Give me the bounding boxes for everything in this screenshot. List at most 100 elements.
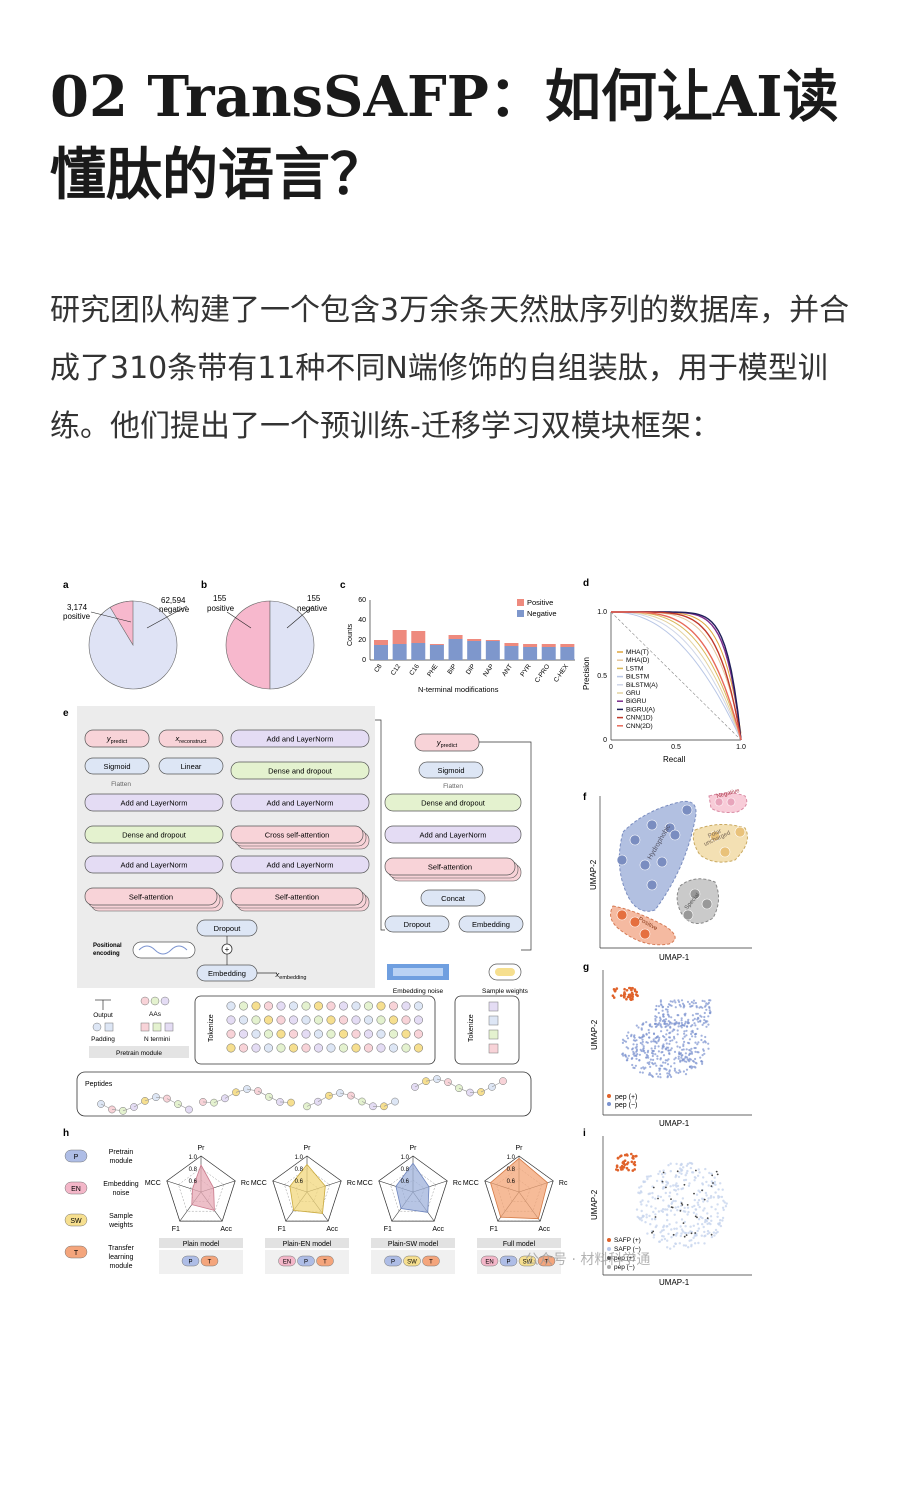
sigmoid-box-left-label: Sigmoid	[103, 762, 130, 771]
dropout-transfer	[384, 915, 450, 933]
radar-chain-tag	[537, 1255, 556, 1267]
umap-i-legend-2: pep (+)	[614, 1255, 635, 1262]
bar-c-positive	[541, 644, 556, 647]
dense-dropout-transfer-label: Dense and dropout	[421, 799, 486, 808]
bar-c-ytick: 20	[358, 637, 366, 644]
legend-ntermini: N termini	[144, 1036, 170, 1043]
h-legend-text: weights	[108, 1222, 133, 1229]
panel-i-letter: i	[583, 1128, 586, 1139]
radar-axis-label: F1	[384, 1226, 392, 1233]
bar-c-positive	[560, 644, 575, 647]
radar-axis-label: Acc	[538, 1226, 550, 1233]
pie-b-pos-word: positive	[207, 604, 235, 613]
pr-legend-item: LSTM	[626, 665, 643, 672]
h-legend-tag	[64, 1149, 88, 1163]
pr-ylabel: Precision	[582, 657, 591, 690]
radar-chain-tag	[499, 1255, 518, 1267]
radar-chain-tag	[297, 1255, 315, 1267]
research-figure: a 3,174 positive 62,594 negative b 155 p…	[55, 570, 755, 1290]
radar-axis-label: MCC	[357, 1180, 373, 1187]
add-norm-left-1-label: Add and LayerNorm	[120, 799, 187, 808]
radar-tick: 1.0	[507, 1155, 516, 1161]
embedding-transfer-label: Embedding	[472, 920, 510, 929]
bar-c-category: C16	[408, 663, 421, 677]
dropout-transfer-label: Dropout	[404, 920, 432, 929]
bar-c-positive	[523, 644, 538, 647]
h-legend-text: module	[110, 1263, 133, 1270]
pr-curve	[611, 611, 742, 741]
panel-f-letter: f	[583, 792, 587, 803]
radar-chain-text: EN	[283, 1260, 291, 1266]
radar-axis-label: MCC	[251, 1180, 267, 1187]
radar-tick: 0.8	[189, 1167, 198, 1173]
pr-xtick: 0.5	[671, 744, 681, 751]
pr-legend-item: BiLSTM(A)	[626, 682, 658, 689]
tokenize-label-2: Tokenize	[468, 1014, 475, 1042]
add-norm-left-2-label: Add and LayerNorm	[120, 861, 187, 870]
panel-d-letter: d	[583, 578, 589, 589]
concat-box	[420, 889, 486, 907]
panel-b-letter: b	[201, 580, 207, 591]
add-norm-transfer-label: Add and LayerNorm	[419, 831, 486, 840]
radar-charts: PPretrainmoduleENEmbeddingnoiseSWSamplew…	[64, 1145, 568, 1274]
radar-chain-text: P	[304, 1260, 308, 1266]
pr-curve	[611, 611, 742, 741]
radar-chain-tag	[422, 1255, 440, 1267]
flatten-transfer: Flatten	[443, 783, 463, 790]
radar-tick: 0.6	[401, 1179, 410, 1185]
h-legend-tag-text: SW	[70, 1218, 82, 1225]
radar-chain-tag	[316, 1255, 334, 1267]
h-legend-tag-text: P	[74, 1154, 79, 1161]
dense-dropout-transfer	[384, 793, 522, 812]
h-legend-tag	[64, 1213, 88, 1227]
umap-i: UMAP-1 UMAP-2 SAFP (+) SAFP (−) pep (+) …	[590, 1136, 752, 1287]
bar-c-negative	[560, 647, 575, 660]
radar-tick: 0.6	[295, 1179, 304, 1185]
bar-c-negative	[392, 644, 407, 660]
bar-c-ytick: 0	[362, 657, 366, 664]
h-legend-text: Transfer	[108, 1245, 134, 1252]
intro-paragraph: 研究团队构建了一个包含3万余条天然肽序列的数据库，并合成了310条带有11种不同…	[50, 293, 850, 444]
add-norm-left-1	[84, 793, 224, 812]
h-legend-text: module	[110, 1158, 133, 1165]
pr-legend-item: CNN(2D)	[626, 723, 653, 730]
umap-i-legend-0: SAFP (+)	[614, 1237, 641, 1244]
bar-c-category: ANT	[501, 663, 514, 678]
self-attention-transfer	[384, 857, 516, 876]
self-attention-left	[84, 887, 218, 906]
peptides-box	[76, 1071, 532, 1117]
radar-tick: 1.0	[189, 1155, 198, 1161]
bar-c-positive	[504, 643, 519, 646]
radar-chain-text: T	[323, 1260, 327, 1266]
radar-axis-label: Rc	[559, 1180, 568, 1187]
pie-b-neg-word: negative	[297, 604, 328, 613]
pie-b-neg-count: 155	[307, 594, 321, 603]
radar-tick: 1.0	[401, 1155, 410, 1161]
bar-c-ytick: 60	[358, 597, 366, 604]
radar-tick: 0.8	[507, 1167, 516, 1173]
radar-title-bg	[371, 1238, 455, 1248]
radar-area	[395, 1162, 430, 1213]
radar-chain-text: SW	[407, 1260, 417, 1266]
add-norm-mid-1-label: Add and LayerNorm	[266, 735, 333, 744]
bar-c-negative	[467, 641, 482, 660]
tokenize-ntermini-box	[454, 995, 520, 1065]
radar-chain-tag	[480, 1255, 499, 1267]
dense-dropout-mid	[230, 761, 370, 780]
linear-box-label: Linear	[181, 762, 202, 771]
add-norm-mid-3-label: Add and LayerNorm	[266, 861, 333, 870]
h-legend-tag-text: T	[74, 1250, 79, 1257]
x-reconstruct-label: xreconstruct	[175, 734, 207, 745]
peptides-label: Peptides	[85, 1081, 113, 1088]
umap-i-legend-3: pep (−)	[614, 1264, 635, 1271]
radar-title-bg	[265, 1238, 349, 1248]
add-norm-left-2	[84, 855, 224, 874]
flatten-left: Flatten	[111, 781, 131, 788]
cross-attention-mid-label: Cross self-attention	[265, 831, 330, 840]
self-attention-transfer-label: Self-attention	[428, 863, 472, 872]
positional-encoding-box	[132, 941, 196, 959]
add-norm-mid-2-label: Add and LayerNorm	[266, 799, 333, 808]
bar-c-ytick: 40	[358, 617, 366, 624]
panel-e-letter: e	[63, 708, 69, 719]
